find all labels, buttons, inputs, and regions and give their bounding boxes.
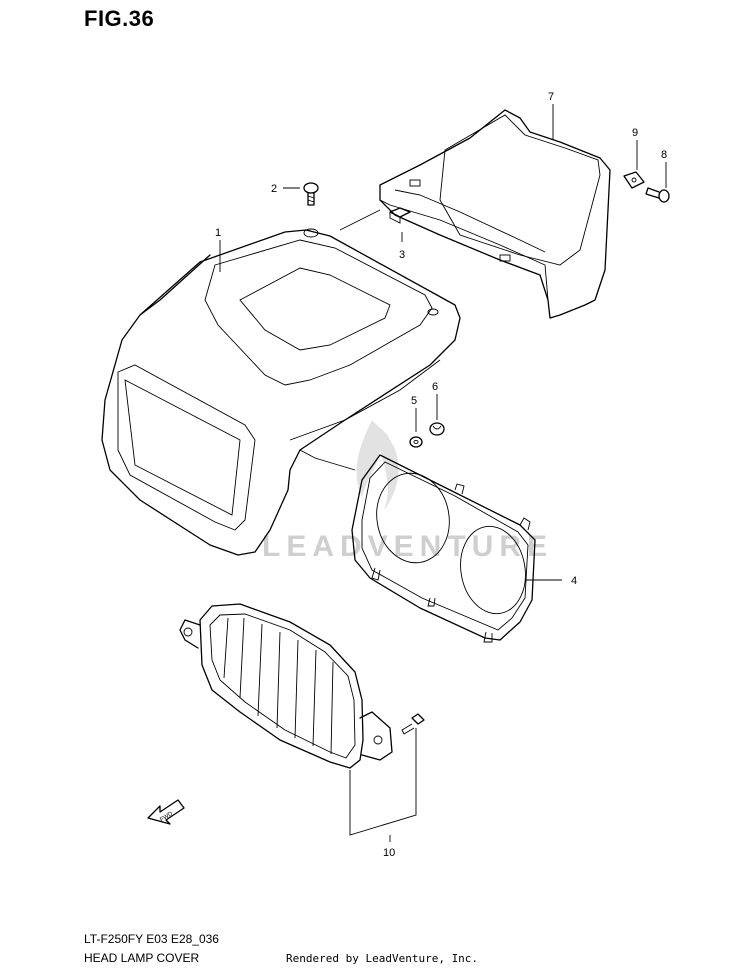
fwd-direction-arrow: FWD — [147, 799, 185, 825]
part-group-name: HEAD LAMP COVER — [84, 951, 200, 965]
part-2-screw[interactable] — [303, 182, 319, 206]
part-10-grille-guard[interactable] — [179, 603, 393, 769]
part-1-head-lamp-housing[interactable] — [101, 228, 461, 556]
callout-2: 2 — [271, 183, 277, 195]
part-7-rear-cover[interactable] — [339, 109, 611, 319]
part-4-head-lamp-bezel[interactable] — [351, 454, 536, 643]
leadventure-watermark: LEADVENTURE — [262, 420, 553, 563]
rendered-by-credit: Rendered by LeadVenture, Inc. — [286, 952, 479, 965]
callout-10: 10 — [383, 847, 395, 859]
callout-3: 3 — [399, 249, 405, 261]
callout-leader-lines — [219, 104, 667, 842]
figure-title: FIG.36 — [84, 6, 155, 31]
mounting-hole-icon — [427, 308, 439, 316]
part-8-bolt[interactable] — [645, 187, 670, 203]
part-9-clip[interactable] — [623, 171, 645, 189]
callout-8: 8 — [661, 149, 667, 161]
callout-numbers: 1 2 3 4 5 6 7 8 9 10 — [215, 91, 667, 859]
callout-5: 5 — [411, 395, 417, 407]
part-5-washer[interactable] — [409, 436, 423, 448]
watermark-text: LEADVENTURE — [262, 530, 553, 563]
callout-7: 7 — [548, 91, 554, 103]
model-code: LT-F250FY E03 E28_036 — [84, 932, 219, 946]
mounting-hole-icon — [303, 228, 319, 238]
callout-9: 9 — [632, 127, 638, 139]
callout-4: 4 — [571, 575, 577, 587]
flame-logo-icon — [356, 420, 399, 510]
callout-6: 6 — [432, 381, 438, 393]
callout-1: 1 — [215, 227, 221, 239]
part-10-bolt[interactable] — [401, 713, 425, 735]
part-6-grommet[interactable] — [429, 422, 445, 436]
